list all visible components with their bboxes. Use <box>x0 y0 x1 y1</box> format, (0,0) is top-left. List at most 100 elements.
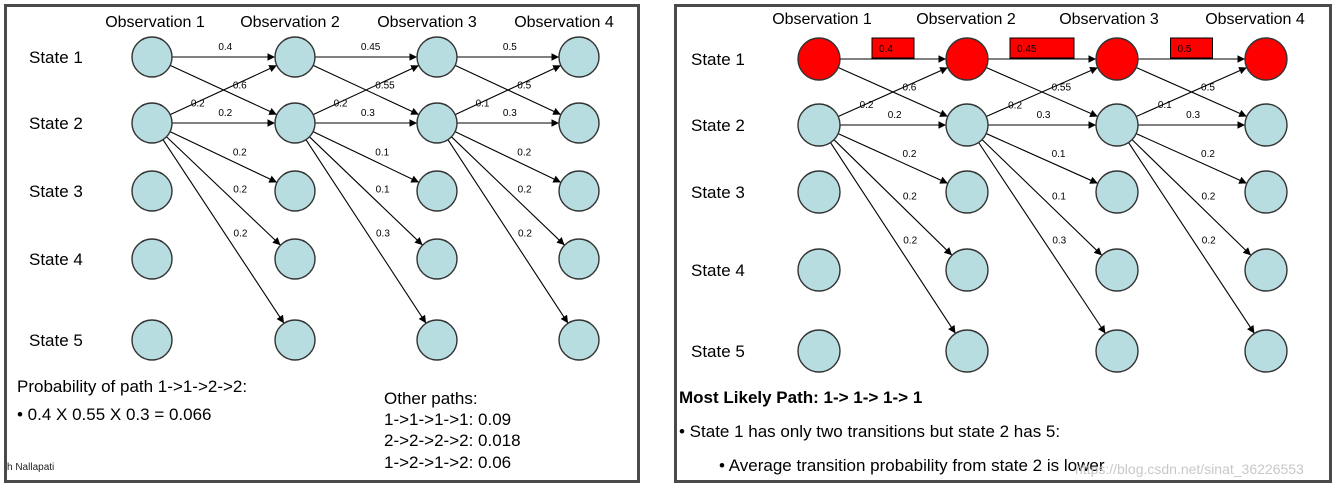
transition-edge <box>305 139 427 324</box>
state-node-obs2-s1 <box>945 37 989 81</box>
edge-probability-label: 0.1 <box>1158 100 1172 111</box>
state-node-obs3-s5 <box>416 319 458 361</box>
transition-edge <box>1135 67 1248 117</box>
transition-edge <box>986 66 1098 118</box>
path-probability-title: Probability of path 1->1->2->2: <box>17 377 248 396</box>
explanation-bullet-2: • Average transition probability from st… <box>719 456 1105 475</box>
edge-probability-label: 0.2 <box>902 149 916 160</box>
edge-probability-label: 0.3 <box>376 229 390 240</box>
transition-edge <box>454 131 562 183</box>
highlight-label-box <box>1170 37 1213 59</box>
transition-edge <box>162 139 285 324</box>
edge-probability-label: 0.1 <box>1052 149 1066 160</box>
highlight-label-box <box>1009 37 1075 59</box>
transition-edge <box>978 142 1106 334</box>
state-node-obs2-s4 <box>945 248 989 292</box>
edge-probability-label: 0.4 <box>879 44 893 55</box>
edge-probability-label: 0.3 <box>361 108 375 119</box>
state-node-obs4-s1 <box>1244 37 1288 81</box>
edge-probability-label: 0.2 <box>218 108 232 119</box>
edge-probability-label: 0.2 <box>903 236 917 247</box>
edge-probability-label: 0.2 <box>518 184 532 195</box>
transition-edge <box>830 142 956 334</box>
state-node-obs3-s4 <box>416 238 458 280</box>
state-node-obs1-s5 <box>131 319 173 361</box>
state-node-obs1-s3 <box>797 170 841 214</box>
transition-edge <box>447 139 569 324</box>
edge-probability-label: 0.2 <box>1201 191 1215 202</box>
transition-edge <box>981 139 1103 256</box>
state-node-obs3-s2 <box>416 102 458 144</box>
transition-edge <box>833 139 953 256</box>
transition-edge <box>1135 133 1248 184</box>
transition-edge <box>169 64 278 116</box>
transition-edge <box>1131 139 1252 256</box>
state-node-obs3-s2 <box>1095 103 1139 147</box>
state-node-obs4-s5 <box>558 319 600 361</box>
state-node-obs4-s3 <box>1244 170 1288 214</box>
edge-probability-label: 0.55 <box>375 80 395 91</box>
state-node-obs4-s2 <box>558 102 600 144</box>
state-node-obs2-s4 <box>274 238 316 280</box>
transition-edge <box>985 133 1099 184</box>
explanation-bullet-1: • State 1 has only two transitions but s… <box>679 422 1061 441</box>
transition-edge <box>837 133 949 184</box>
state-label-3: State 3 <box>29 182 83 201</box>
state-node-obs2-s3 <box>945 170 989 214</box>
edge-probability-label: 0.1 <box>476 98 490 109</box>
edge-probability-label: 0.3 <box>1186 110 1200 121</box>
observation-label-4: Observation 4 <box>514 14 614 31</box>
edge-probability-label: 0.2 <box>191 98 205 109</box>
edge-probability-label: 0.1 <box>1052 191 1066 202</box>
state-label-1: State 1 <box>691 50 745 69</box>
edge-probability-label: 0.1 <box>376 184 390 195</box>
other-paths-title: Other paths: <box>384 389 478 408</box>
edge-probability-label: 0.4 <box>218 42 232 53</box>
state-label-1: State 1 <box>29 48 83 67</box>
watermark: https://blog.csdn.net/sinat_36226553 <box>1075 461 1304 477</box>
state-node-obs3-s3 <box>1095 170 1139 214</box>
observation-label-1: Observation 1 <box>105 14 205 31</box>
edge-probability-label: 0.45 <box>361 42 381 53</box>
transition-edge <box>309 136 423 246</box>
edge-probability-label: 0.2 <box>1201 149 1215 160</box>
state-node-obs3-s3 <box>416 170 458 212</box>
transition-edge <box>312 64 420 116</box>
transition-edge <box>837 67 949 117</box>
state-node-obs1-s1 <box>797 37 841 81</box>
state-node-obs1-s4 <box>797 248 841 292</box>
transition-edge <box>454 64 562 116</box>
edge-probability-label: 0.3 <box>1037 110 1051 121</box>
edge-probability-label: 0.2 <box>234 229 248 240</box>
state-node-obs2-s2 <box>274 102 316 144</box>
edge-probability-label: 0.5 <box>503 42 517 53</box>
state-node-obs1-s4 <box>131 238 173 280</box>
state-node-obs2-s1 <box>274 36 316 78</box>
observation-label-4: Observation 4 <box>1205 11 1305 28</box>
state-label-5: State 5 <box>29 331 83 350</box>
state-label-2: State 2 <box>29 114 83 133</box>
highlight-label-box <box>871 37 915 59</box>
other-path-1: 1->1->1->1: 0.09 <box>384 410 512 429</box>
state-node-obs4-s4 <box>558 238 600 280</box>
state-label-4: State 4 <box>29 250 83 269</box>
edge-probability-label: 0.2 <box>518 229 532 240</box>
transition-edge <box>169 131 278 183</box>
edge-probability-label: 0.2 <box>334 98 348 109</box>
other-path-2: 2->2->2->2: 0.018 <box>384 431 521 450</box>
edge-probability-label: 0.2 <box>517 148 531 159</box>
edge-probability-label: 0.2 <box>903 191 917 202</box>
state-node-obs4-s1 <box>558 36 600 78</box>
edge-probability-label: 0.6 <box>902 82 916 93</box>
edge-probability-label: 0.2 <box>233 184 247 195</box>
state-node-obs1-s2 <box>797 103 841 147</box>
path-probability-calc: • 0.4 X 0.55 X 0.3 = 0.066 <box>17 405 212 424</box>
edge-probability-label: 0.6 <box>233 80 247 91</box>
state-node-obs2-s2 <box>945 103 989 147</box>
transition-edge <box>451 136 565 246</box>
author-footer: h Nallapati <box>7 462 55 473</box>
state-node-obs1-s2 <box>131 102 173 144</box>
